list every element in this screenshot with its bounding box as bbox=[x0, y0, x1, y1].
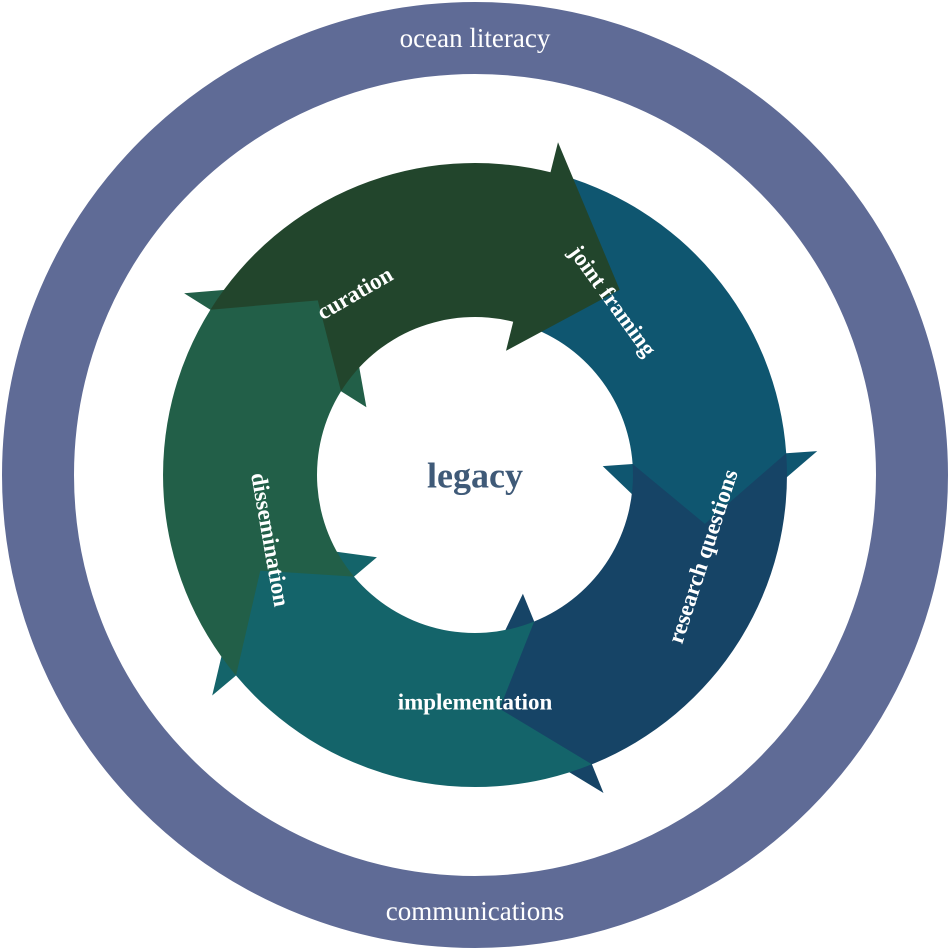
arrow-research-questions bbox=[466, 453, 787, 793]
ring-label-ocean-literacy: ocean literacy bbox=[400, 23, 551, 53]
arrow-joint-framing bbox=[513, 172, 818, 556]
ring-label-communications: communications bbox=[386, 896, 564, 926]
center-label-legacy: legacy bbox=[427, 455, 523, 495]
arrow-implementation bbox=[212, 539, 592, 788]
arrow-curation bbox=[210, 142, 620, 392]
label-implementation: implementation bbox=[398, 689, 553, 714]
cycle-arrows bbox=[163, 142, 818, 793]
arrow-dissemination bbox=[163, 280, 367, 676]
